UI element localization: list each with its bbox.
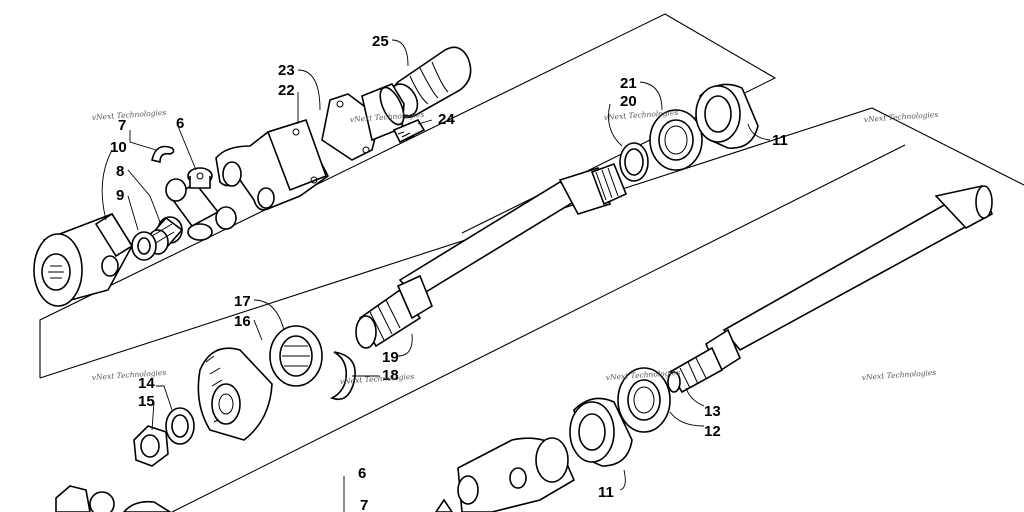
rear-yoke-part[interactable] [457, 437, 576, 512]
nut-part-15[interactable] [133, 425, 169, 467]
callout-10: 10 [110, 139, 127, 156]
bearing-housing-part-11-upper[interactable] [695, 83, 759, 149]
watermark: vNext Technologies [92, 368, 167, 382]
seal-part-12[interactable] [617, 367, 671, 433]
circlip-part-18[interactable] [330, 351, 356, 401]
watermark: vNext Technologies [862, 368, 937, 382]
callout-20: 20 [620, 93, 637, 110]
bevel-gear-part-16[interactable] [197, 347, 273, 441]
callout-22: 22 [278, 82, 295, 99]
callout-7-lower: 7 [360, 497, 368, 512]
watermark: vNext Technologies [92, 108, 167, 122]
callout-19: 19 [382, 349, 399, 366]
ring-part-9[interactable] [131, 231, 157, 261]
callout-15: 15 [138, 393, 155, 410]
callout-11-lower: 11 [598, 484, 614, 501]
callout-21: 21 [620, 75, 637, 92]
yoke-part-22[interactable] [215, 119, 330, 211]
callout-6-lower: 6 [358, 465, 366, 482]
callout-14: 14 [138, 375, 155, 392]
callout-6-upper: 6 [176, 115, 184, 132]
cross-part-6[interactable] [165, 167, 237, 241]
callout-13: 13 [704, 403, 721, 420]
snap-ring-part-7[interactable] [151, 145, 175, 164]
front-yoke-part-10[interactable] [33, 212, 134, 307]
callout-18: 18 [382, 367, 399, 384]
lower-group-frame [39, 107, 1024, 512]
callout-16: 16 [234, 313, 251, 330]
seal-part-21[interactable] [649, 109, 703, 171]
washer-part-14[interactable] [165, 407, 195, 445]
bearing-housing-part-11-lower[interactable] [569, 397, 633, 467]
callout-23: 23 [278, 62, 295, 79]
callout-25: 25 [372, 33, 389, 50]
callout-9: 9 [116, 187, 124, 204]
watermarks: vNext Technologies vNext Technologies vN… [92, 108, 939, 386]
drive-shaft-part-19[interactable] [355, 162, 628, 349]
callout-leaders [101, 39, 771, 512]
callout-24: 24 [438, 111, 455, 128]
drive-shaft-part-13[interactable] [667, 185, 993, 394]
callout-numbers: 25 23 22 24 21 20 11 7 6 10 8 9 17 16 19… [110, 33, 788, 512]
bearing-race-part-17[interactable] [269, 325, 323, 387]
callout-7-upper: 7 [118, 117, 126, 134]
callout-8: 8 [116, 163, 124, 180]
partial-yoke-bottom[interactable] [435, 498, 453, 512]
partial-nut-bottom[interactable] [55, 485, 172, 512]
callout-11-upper: 11 [772, 132, 788, 149]
callout-12: 12 [704, 423, 721, 440]
bolt-part-24[interactable] [392, 118, 426, 144]
flange-yoke-part-22-23[interactable] [321, 83, 409, 161]
watermark: vNext Technologies [864, 110, 939, 124]
o-ring-part-20[interactable] [619, 142, 649, 182]
bearing-cap-part-8[interactable] [147, 216, 184, 255]
callout-17: 17 [234, 293, 251, 310]
